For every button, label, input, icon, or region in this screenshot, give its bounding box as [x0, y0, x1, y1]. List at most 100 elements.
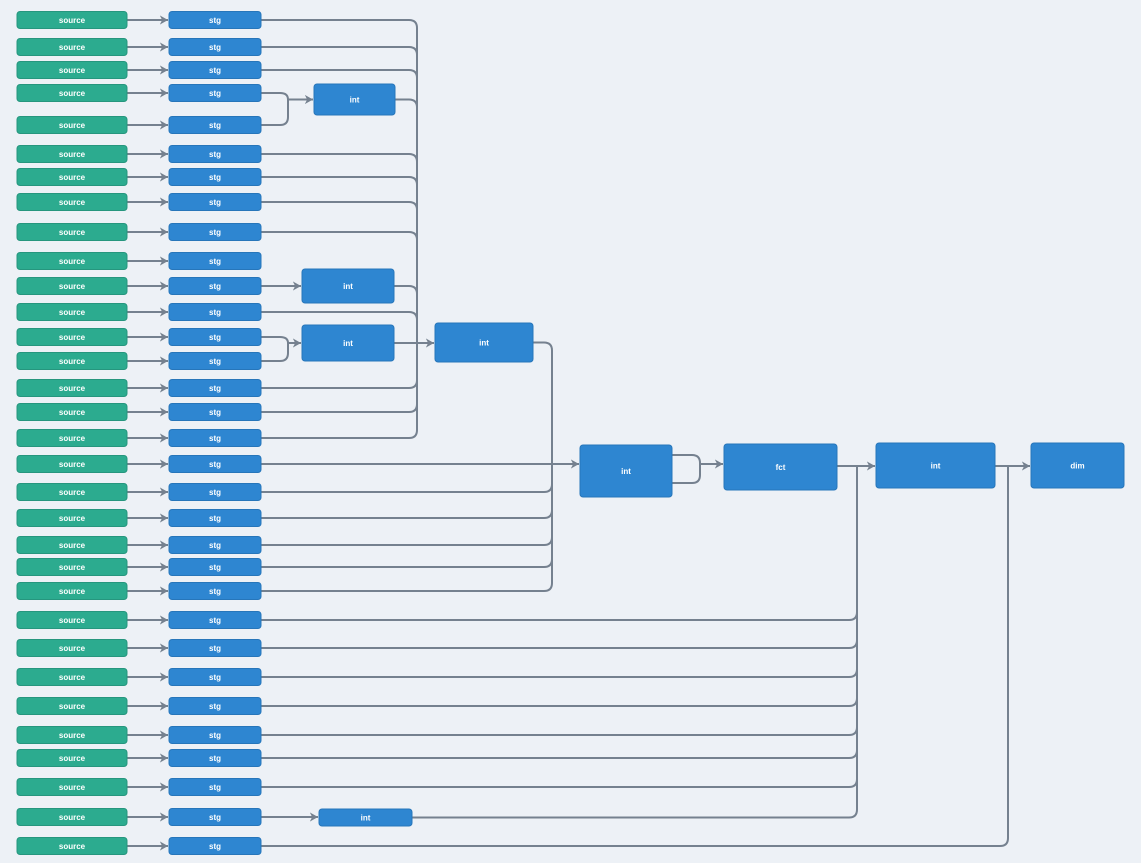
- node-int-g[interactable]: int: [318, 808, 413, 827]
- node-stg-row7[interactable]: stg: [168, 168, 262, 186]
- node-source-row6[interactable]: source: [16, 145, 128, 163]
- node-source-row21[interactable]: source: [16, 536, 128, 554]
- node-stg-row4-box: [168, 84, 262, 102]
- edge-merge-in-fct-1: [672, 464, 701, 484]
- node-source-row19[interactable]: source: [16, 483, 128, 501]
- node-source-row20[interactable]: source: [16, 509, 128, 527]
- edge-collector-A-feeder-12: [261, 343, 418, 439]
- node-source-row29[interactable]: source: [16, 749, 128, 767]
- node-stg-row6[interactable]: stg: [168, 145, 262, 163]
- node-stg-row26-box: [168, 668, 262, 686]
- node-fct[interactable]: fct: [723, 443, 838, 491]
- node-source-row30-box: [16, 778, 128, 796]
- node-source-row23-label: source: [59, 587, 86, 596]
- node-source-row5[interactable]: source: [16, 116, 128, 134]
- node-stg-row29[interactable]: stg: [168, 749, 262, 767]
- node-stg-row31[interactable]: stg: [168, 808, 262, 826]
- node-stg-row24-box: [168, 611, 262, 629]
- node-source-row23[interactable]: source: [16, 582, 128, 600]
- edge-collector-B-feeder-0: [533, 341, 553, 464]
- node-int-b[interactable]: int: [301, 268, 395, 304]
- node-source-row24[interactable]: source: [16, 611, 128, 629]
- edge-collector-A-feeder-5: [261, 176, 418, 343]
- node-source-row14[interactable]: source: [16, 352, 128, 370]
- node-stg-row4[interactable]: stg: [168, 84, 262, 102]
- node-stg-row32[interactable]: stg: [168, 837, 262, 855]
- node-stg-row24[interactable]: stg: [168, 611, 262, 629]
- node-source-row9[interactable]: source: [16, 223, 128, 241]
- node-stg-row13-label: stg: [209, 333, 221, 342]
- node-source-row28[interactable]: source: [16, 726, 128, 744]
- node-source-row8[interactable]: source: [16, 193, 128, 211]
- node-int-g-label: int: [361, 813, 371, 822]
- node-stg-row17[interactable]: stg: [168, 429, 262, 447]
- node-source-row32-label: source: [59, 842, 86, 851]
- node-source-row1[interactable]: source: [16, 11, 128, 29]
- node-stg-row28[interactable]: stg: [168, 726, 262, 744]
- node-stg-row25[interactable]: stg: [168, 639, 262, 657]
- node-source-row25-box: [16, 639, 128, 657]
- node-int-a-box: [313, 83, 396, 116]
- node-stg-row11[interactable]: stg: [168, 277, 262, 295]
- edge-collector-A-feeder-7: [261, 231, 418, 343]
- node-stg-row20[interactable]: stg: [168, 509, 262, 527]
- node-stg-row18-box: [168, 455, 262, 473]
- node-dim[interactable]: dim: [1030, 442, 1125, 489]
- node-stg-row10[interactable]: stg: [168, 252, 262, 270]
- node-source-row7[interactable]: source: [16, 168, 128, 186]
- node-source-row22[interactable]: source: [16, 558, 128, 576]
- node-int-a[interactable]: int: [313, 83, 396, 116]
- node-stg-row3[interactable]: stg: [168, 61, 262, 79]
- node-stg-row16[interactable]: stg: [168, 403, 262, 421]
- node-source-row13[interactable]: source: [16, 328, 128, 346]
- node-source-row25[interactable]: source: [16, 639, 128, 657]
- node-source-row12[interactable]: source: [16, 303, 128, 321]
- node-stg-row18[interactable]: stg: [168, 455, 262, 473]
- edge-merge-in-int-a-1: [261, 99, 289, 126]
- node-stg-row27[interactable]: stg: [168, 697, 262, 715]
- node-stg-row12[interactable]: stg: [168, 303, 262, 321]
- node-stg-row26[interactable]: stg: [168, 668, 262, 686]
- node-stg-row9[interactable]: stg: [168, 223, 262, 241]
- node-stg-row13[interactable]: stg: [168, 328, 262, 346]
- node-stg-row21[interactable]: stg: [168, 536, 262, 554]
- node-source-row16-label: source: [59, 408, 86, 417]
- node-stg-row22[interactable]: stg: [168, 558, 262, 576]
- node-source-row2[interactable]: source: [16, 38, 128, 56]
- node-int-c[interactable]: int: [301, 324, 395, 362]
- node-source-row18[interactable]: source: [16, 455, 128, 473]
- node-int-f[interactable]: int: [875, 442, 996, 489]
- node-stg-row5-label: stg: [209, 121, 221, 130]
- node-stg-row15[interactable]: stg: [168, 379, 262, 397]
- node-source-row10[interactable]: source: [16, 252, 128, 270]
- node-stg-row14[interactable]: stg: [168, 352, 262, 370]
- node-stg-row22-label: stg: [209, 563, 221, 572]
- node-stg-row24-label: stg: [209, 616, 221, 625]
- node-source-row27[interactable]: source: [16, 697, 128, 715]
- node-stg-row7-label: stg: [209, 173, 221, 182]
- node-source-row3[interactable]: source: [16, 61, 128, 79]
- node-source-row17[interactable]: source: [16, 429, 128, 447]
- node-source-row11[interactable]: source: [16, 277, 128, 295]
- node-source-row32[interactable]: source: [16, 837, 128, 855]
- node-stg-row19[interactable]: stg: [168, 483, 262, 501]
- node-source-row15-label: source: [59, 384, 86, 393]
- node-int-d[interactable]: int: [434, 322, 534, 363]
- node-stg-row8[interactable]: stg: [168, 193, 262, 211]
- node-source-row30[interactable]: source: [16, 778, 128, 796]
- node-stg-row5[interactable]: stg: [168, 116, 262, 134]
- node-stg-row1[interactable]: stg: [168, 11, 262, 29]
- node-source-row4-label: source: [59, 89, 86, 98]
- node-source-row26[interactable]: source: [16, 668, 128, 686]
- node-source-row4[interactable]: source: [16, 84, 128, 102]
- node-stg-row23-label: stg: [209, 587, 221, 596]
- node-source-row31[interactable]: source: [16, 808, 128, 826]
- node-source-row1-label: source: [59, 16, 86, 25]
- node-stg-row30[interactable]: stg: [168, 778, 262, 796]
- node-stg-row23[interactable]: stg: [168, 582, 262, 600]
- node-source-row13-box: [16, 328, 128, 346]
- node-int-e[interactable]: int: [579, 444, 673, 498]
- node-stg-row2[interactable]: stg: [168, 38, 262, 56]
- node-source-row15[interactable]: source: [16, 379, 128, 397]
- node-source-row16[interactable]: source: [16, 403, 128, 421]
